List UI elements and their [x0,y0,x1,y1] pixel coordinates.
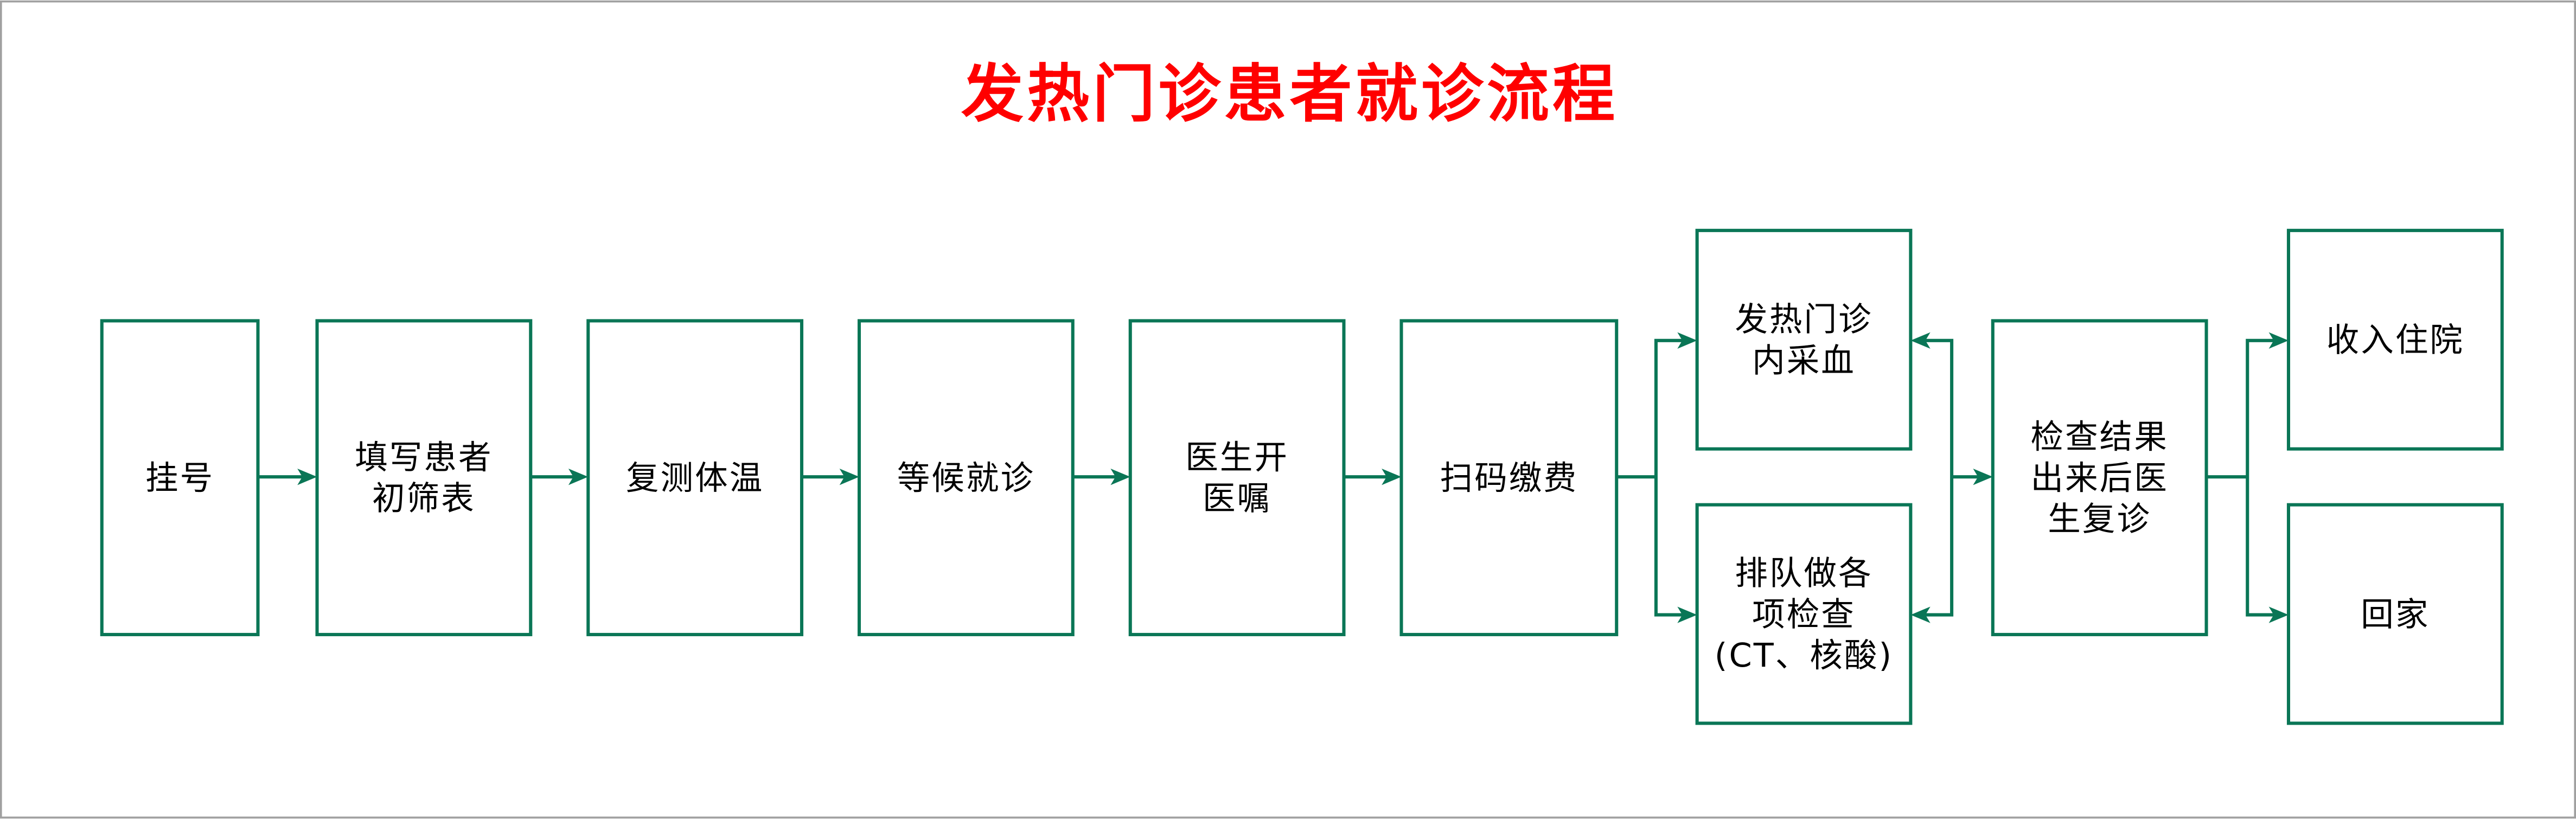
step-label-line: 填写患者 [355,439,493,477]
arrowhead-icon [1910,606,1931,623]
arrowhead-icon [839,469,860,485]
step-box [2286,503,2504,725]
step-box [586,319,804,636]
step-label-line: 等候就诊 [897,459,1035,497]
step-label-line: 内采血 [1752,342,1856,380]
step-box [1991,319,2208,636]
arrowhead-icon [1910,332,1931,349]
step-hospital-admission: 收入住院 [2286,228,2504,451]
step-label-line: 项检查 [1752,596,1856,634]
arrowhead-icon [1677,606,1697,623]
step-wait-for-consultation: 等候就诊 [857,319,1075,636]
step-box [2286,228,2504,451]
step-go-home: 回家 [2286,503,2504,725]
step-label-line: 发热门诊 [1735,301,1872,339]
step-box [100,319,260,636]
diagram-title: 发热门诊患者就诊流程 [961,58,1618,131]
connectors [258,332,2289,623]
step-label-line: 检查结果 [2030,418,2168,456]
arrowhead-icon [2268,332,2289,349]
step-label-line: 出来后医 [2030,459,2168,497]
step-register: 挂号 [100,319,260,636]
step-label-line: 医嘱 [1203,480,1271,518]
step-retake-temperature: 复测体温 [586,319,804,636]
step-box [1695,503,1913,725]
step-boxes: 挂号填写患者初筛表复测体温等候就诊医生开医嘱扫码缴费发热门诊内采血排队做各项检查… [100,228,2504,725]
arrowhead-icon [568,469,589,485]
step-box [857,319,1075,636]
step-box [315,319,533,636]
step-label-line: 收入住院 [2326,321,2464,359]
step-label-line: (CT、核酸) [1715,637,1893,675]
arrowhead-icon [1973,469,1993,485]
step-box [1399,319,1619,636]
arrowhead-icon [1677,332,1697,349]
step-label-line: 挂号 [145,459,214,497]
arrowhead-icon [2268,606,2289,623]
step-scan-pay: 扫码缴费 [1399,319,1619,636]
step-label-line: 复测体温 [626,459,764,497]
step-label-line: 生复诊 [2048,501,2151,539]
arrowhead-icon [297,469,317,485]
step-label-line: 排队做各 [1735,555,1872,593]
arrowhead-icon [1110,469,1130,485]
step-box [1695,228,1913,451]
step-label-line: 初筛表 [372,480,476,518]
connector-line [1654,338,1691,617]
step-box [1128,319,1346,636]
connector-line [2246,338,2282,617]
arrowhead-icon [1382,469,1402,485]
step-label-line: 回家 [2361,596,2430,634]
step-label-line: 扫码缴费 [1440,459,1578,497]
step-label-line: 医生开 [1185,439,1289,477]
